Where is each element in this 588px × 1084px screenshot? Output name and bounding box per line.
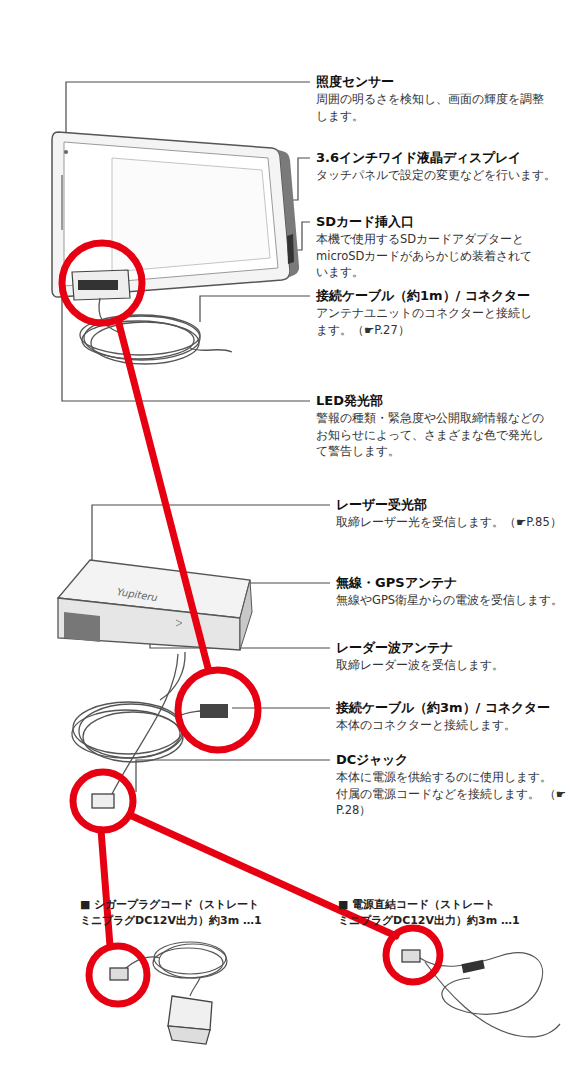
cable-connector [200, 704, 228, 718]
part-description: タッチパネルで設定の変更などを行います。 [316, 167, 566, 184]
brand-logo: Yupiteru [116, 585, 159, 606]
part-description: 取締レーダー波を受信します。 [336, 657, 576, 674]
leader-line [232, 707, 330, 708]
part-heading: 接続ケーブル（約3m）/ コネクター [336, 699, 576, 718]
cable [425, 962, 560, 1037]
part-heading: LED発光部 [316, 392, 576, 411]
cable-coil [91, 322, 199, 364]
red-circle [73, 772, 133, 830]
part-description: 警報の種類・緊急度や公開取締情報などの お知らせによって、さまざまな色で発光し … [316, 410, 566, 460]
part-description: 本体に電源を供給するのに使用します。 付属の電源コードなどを接続します。 （☛P… [336, 769, 576, 819]
cigar-plug [168, 996, 212, 1030]
part-description: アンテナユニットのコネクターと接続し ます。（☛P.27） [316, 305, 566, 338]
led-strip [61, 175, 63, 230]
leader-line [136, 760, 330, 792]
red-line [101, 830, 110, 946]
unit-side [240, 580, 252, 650]
part-heading: 無線・GPSアンテナ [336, 574, 576, 593]
unit-front [58, 598, 240, 650]
part-heading: SDカード挿入口 [316, 213, 576, 232]
display-bezel [64, 142, 278, 286]
mini-plug [402, 950, 420, 962]
leader-line [200, 296, 310, 322]
direct-power-cord [402, 950, 560, 1037]
red-line [118, 320, 208, 668]
cigar-plug-tip [168, 1026, 210, 1044]
connector-plug [78, 280, 118, 290]
cigar-plug-cord [110, 942, 227, 1044]
red-circle [386, 928, 440, 982]
part-description: 周囲の明るさを検知し、画面の輝度を調整 します。 [316, 91, 566, 124]
sd-slot [287, 234, 294, 264]
cable-coil [159, 944, 227, 978]
display-unit [52, 132, 299, 364]
fuse-holder [461, 960, 484, 973]
part-description: 本体のコネクターと接続します。 [336, 717, 576, 734]
mini-plug [110, 968, 128, 980]
leader-line [242, 582, 330, 583]
display-screen [112, 158, 270, 272]
cable [190, 348, 232, 352]
accessory-item: ■ シガープラグコード（ストレート ミニプラグDC12V出力）約3m …1 [80, 897, 290, 929]
light-sensor [64, 150, 68, 154]
part-heading: DCジャック [336, 751, 576, 770]
part-heading: 照度センサー [316, 73, 576, 92]
dc-cable [112, 654, 178, 794]
part-description: 本機で使用するSDカードアダプターと microSDカードがあらかじめ装着されて… [316, 231, 566, 281]
part-heading: レーザー受光部 [336, 496, 576, 515]
antenna-unit [58, 560, 252, 808]
dc-jack [92, 794, 114, 808]
part-heading: レーダー波アンテナ [336, 639, 576, 658]
cable-coil [154, 942, 226, 974]
part-heading: 接続ケーブル（約1m）/ コネクター [316, 287, 578, 306]
part-description: 取締レーザー光を受信します。（☛P.85） [336, 514, 576, 531]
connector-housing [72, 270, 130, 300]
red-circle [89, 946, 147, 1004]
accessory-item: ■ 電源直結コード（ストレート ミニプラグDC12V出力）約3m …1 [338, 897, 548, 929]
part-description: 無線やGPS衛星からの電波を受信します。 [336, 592, 576, 609]
cable [190, 978, 200, 996]
red-circle [178, 670, 258, 750]
laser-window [64, 612, 100, 642]
cable-coil [153, 948, 223, 978]
red-circle [62, 243, 142, 323]
part-heading: 3.6インチワイド液晶ディスプレイ [316, 149, 578, 168]
cable-coil [83, 712, 183, 762]
unit-mark [176, 620, 182, 626]
